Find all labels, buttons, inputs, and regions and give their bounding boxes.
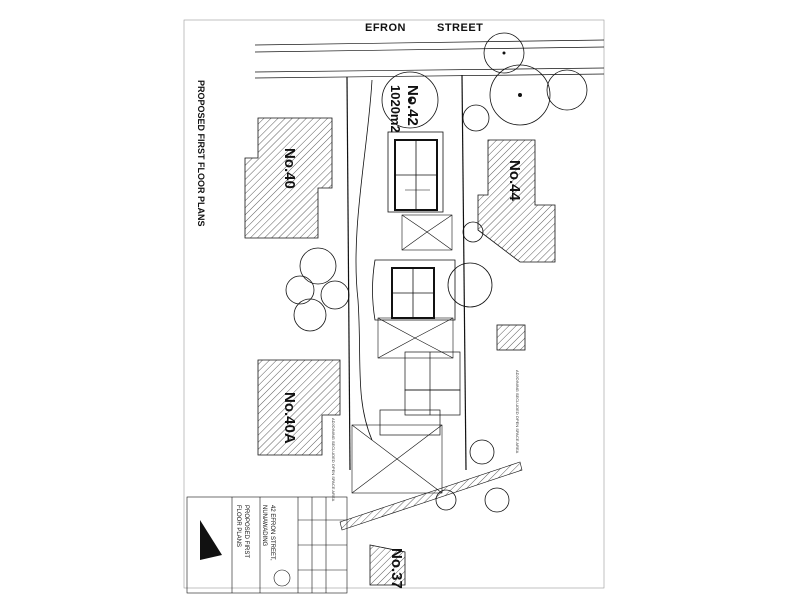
easement-strip xyxy=(339,461,523,531)
roof-outline xyxy=(377,214,454,359)
neighbour-lot-40: No.40 xyxy=(281,148,298,189)
neighbour-lot-37: No.37 xyxy=(388,548,405,589)
title-block-sheet-title-2: FLOOR PLANS xyxy=(235,505,241,548)
lot-boundary xyxy=(346,74,467,471)
logo-mark xyxy=(200,520,222,560)
title-block-address-2: NUNAWADING xyxy=(261,505,267,547)
open-space-note-left: ADJOINING SECLUDED OPEN SPACE AREA xyxy=(331,418,336,502)
title-block-sheet-title-1: PROPOSED FIRST xyxy=(243,505,249,559)
rear-dwelling-roof xyxy=(351,424,443,494)
neighbour-lot-40a: No.40A xyxy=(281,392,298,444)
title-block xyxy=(186,496,348,594)
drawing-title: PROPOSED FIRST FLOOR PLANS xyxy=(196,80,206,227)
tree-centres xyxy=(408,51,522,102)
neighbour-lot-44: No.44 xyxy=(506,160,523,201)
street-name-1: EFRON xyxy=(365,22,406,34)
open-space-note-right: ADJOINING SECLUDED OPEN SPACE AREA xyxy=(515,370,520,454)
street-boundary xyxy=(254,39,605,79)
street-name-2: STREET xyxy=(437,22,484,34)
dwelling-1 xyxy=(387,131,444,213)
lot-number: No.42 xyxy=(404,85,421,126)
trees xyxy=(285,32,588,513)
site-area: 1020m2 xyxy=(388,85,403,133)
sheet-border xyxy=(183,19,605,589)
driveway xyxy=(355,79,373,441)
title-block-address-1: 42 EFRON STREET, xyxy=(269,505,275,561)
garages xyxy=(379,351,461,436)
neighbour-buildings xyxy=(244,117,556,586)
dwelling-2 xyxy=(372,259,456,321)
